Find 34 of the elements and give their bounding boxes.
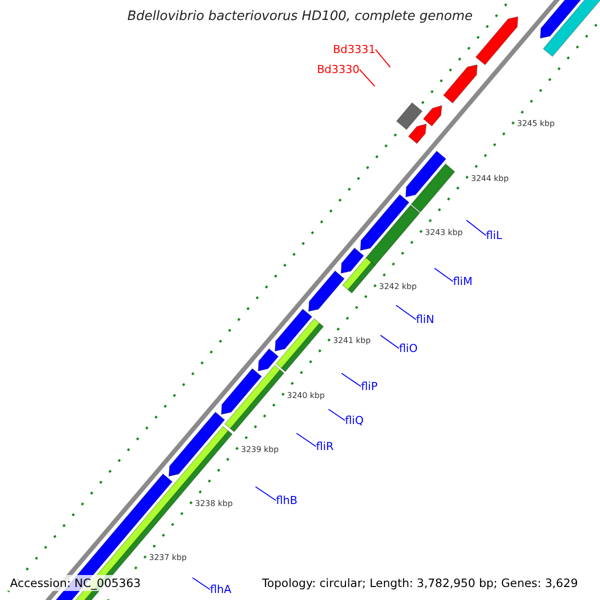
leader-line xyxy=(328,408,346,421)
gene-label: fliR xyxy=(316,440,334,453)
gene-label: fliN xyxy=(416,313,434,326)
scale-label: 3245 kbp xyxy=(517,119,555,130)
scale-label: 3244 kbp xyxy=(471,174,509,184)
leader-line xyxy=(296,432,316,447)
leader-line xyxy=(359,69,376,87)
leader-line xyxy=(380,334,400,349)
gene-label: flhB xyxy=(276,494,298,507)
gene-label: fliO xyxy=(399,342,418,355)
map-title: Bdellovibrio bacteriovorus HD100, complete genome xyxy=(126,9,474,25)
leader-line xyxy=(434,268,454,282)
scale-label: 3243 kbp xyxy=(425,228,463,238)
leader-line xyxy=(255,486,276,501)
scale-label: 3239 kbp xyxy=(241,444,279,455)
leader-line xyxy=(375,49,391,68)
leader-line xyxy=(396,304,416,320)
gene-label: fliM xyxy=(453,275,472,288)
gene-label: fliL xyxy=(486,229,502,242)
gene-label: flhA xyxy=(210,583,232,596)
leader-line xyxy=(341,372,362,387)
scale-label: 3240 kbp xyxy=(287,390,325,400)
scale-label: 3237 kbp xyxy=(149,553,187,564)
scale-label: 3242 kbp xyxy=(379,282,417,292)
gene-label: fliP xyxy=(361,380,378,393)
leader-line xyxy=(192,577,210,590)
gene-label: Bd3330 xyxy=(317,63,360,76)
genome-info-text: Topology: circular; Length: 3,782,950 bp; Genes: 3,629 xyxy=(260,575,580,591)
gene-label: fliQ xyxy=(345,414,364,427)
accession-text: Accession: NC_005363 xyxy=(8,575,143,591)
scale-label: 3238 kbp xyxy=(195,499,233,509)
gene-label: Bd3331 xyxy=(333,43,376,56)
leader-line xyxy=(466,220,486,236)
scale-label: 3241 kbp xyxy=(333,336,371,346)
